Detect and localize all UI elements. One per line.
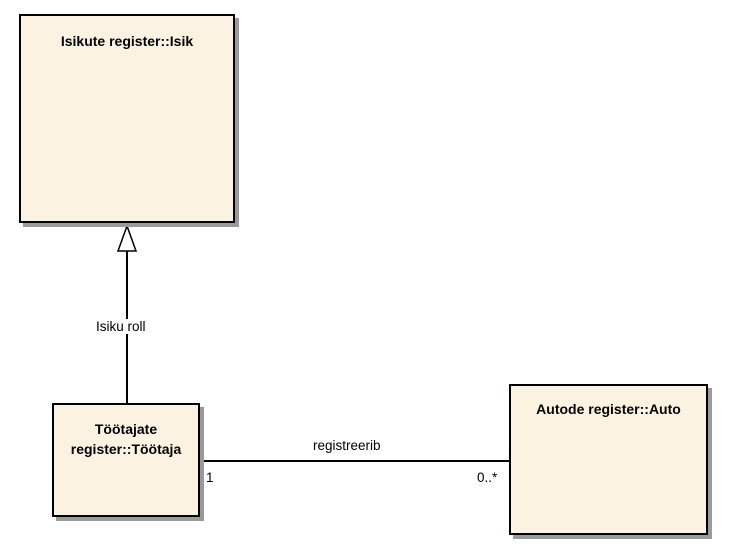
class-tootaja-name-line2: register::Töötaja [70, 441, 182, 457]
class-auto[interactable]: Autode register::Auto [509, 384, 708, 535]
class-tootaja[interactable]: Töötajate register::Töötaja [52, 403, 200, 517]
class-tootaja-name-line1: Töötajate [94, 421, 158, 437]
association-name: registreerib [313, 438, 381, 453]
association-target-multiplicity: 0..* [477, 470, 498, 485]
generalization-label: Isiku roll [96, 319, 146, 334]
association-source-multiplicity: 1 [206, 470, 214, 485]
class-isik[interactable]: Isikute register::Isik [19, 14, 235, 223]
class-auto-name: Autode register::Auto [536, 401, 681, 417]
class-isik-name: Isikute register::Isik [60, 33, 194, 49]
generalization-arrowhead [116, 223, 138, 252]
